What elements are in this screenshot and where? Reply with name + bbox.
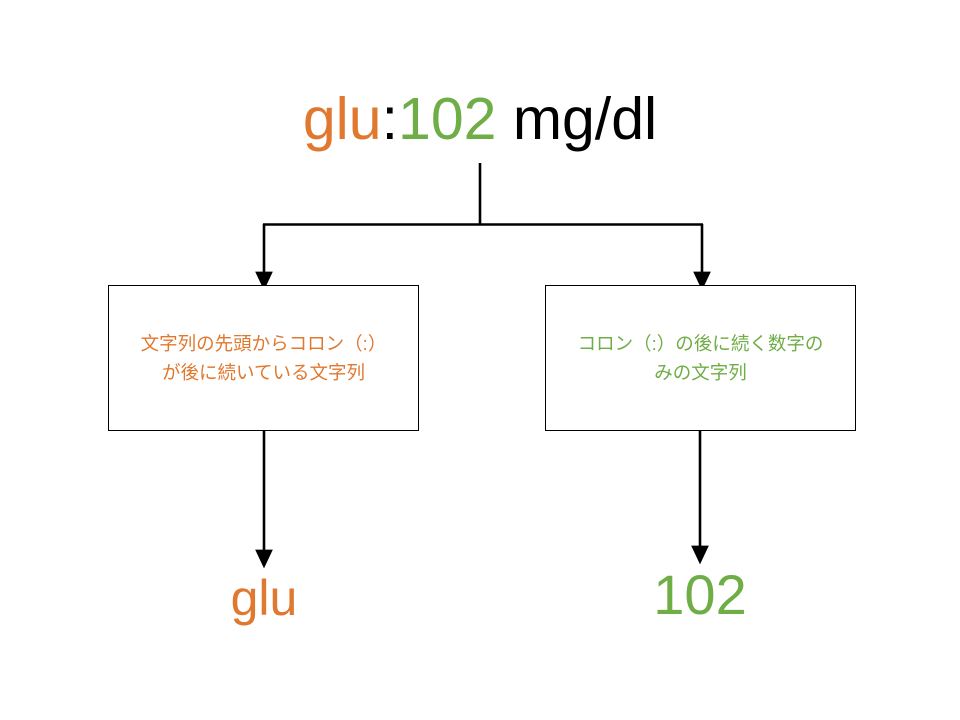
result-label-left: glu xyxy=(230,570,298,626)
node-box-right-line2: みの文字列 xyxy=(654,362,747,383)
title-value-part: 102 xyxy=(398,86,497,152)
result-label-right: 102 xyxy=(653,563,747,626)
node-box-right-text: コロン（:）の後に続く数字の みの文字列 xyxy=(572,329,830,387)
node-box-right: コロン（:）の後に続く数字の みの文字列 xyxy=(545,285,856,431)
node-box-left-text: 文字列の先頭からコロン（:） が後に続いている文字列 xyxy=(135,329,393,387)
node-box-left-line2: が後に続いている文字列 xyxy=(162,362,365,383)
title-separator: : xyxy=(381,86,398,152)
title-key-part: glu xyxy=(302,86,382,152)
title-unit-part: mg/dl xyxy=(496,86,658,152)
node-box-left: 文字列の先頭からコロン（:） が後に続いている文字列 xyxy=(108,285,419,431)
node-box-right-line1: コロン（:）の後に続く数字の xyxy=(577,333,824,354)
node-box-left-line1: 文字列の先頭からコロン（:） xyxy=(140,333,387,354)
page-title: glu:102 mg/dl xyxy=(0,84,960,154)
